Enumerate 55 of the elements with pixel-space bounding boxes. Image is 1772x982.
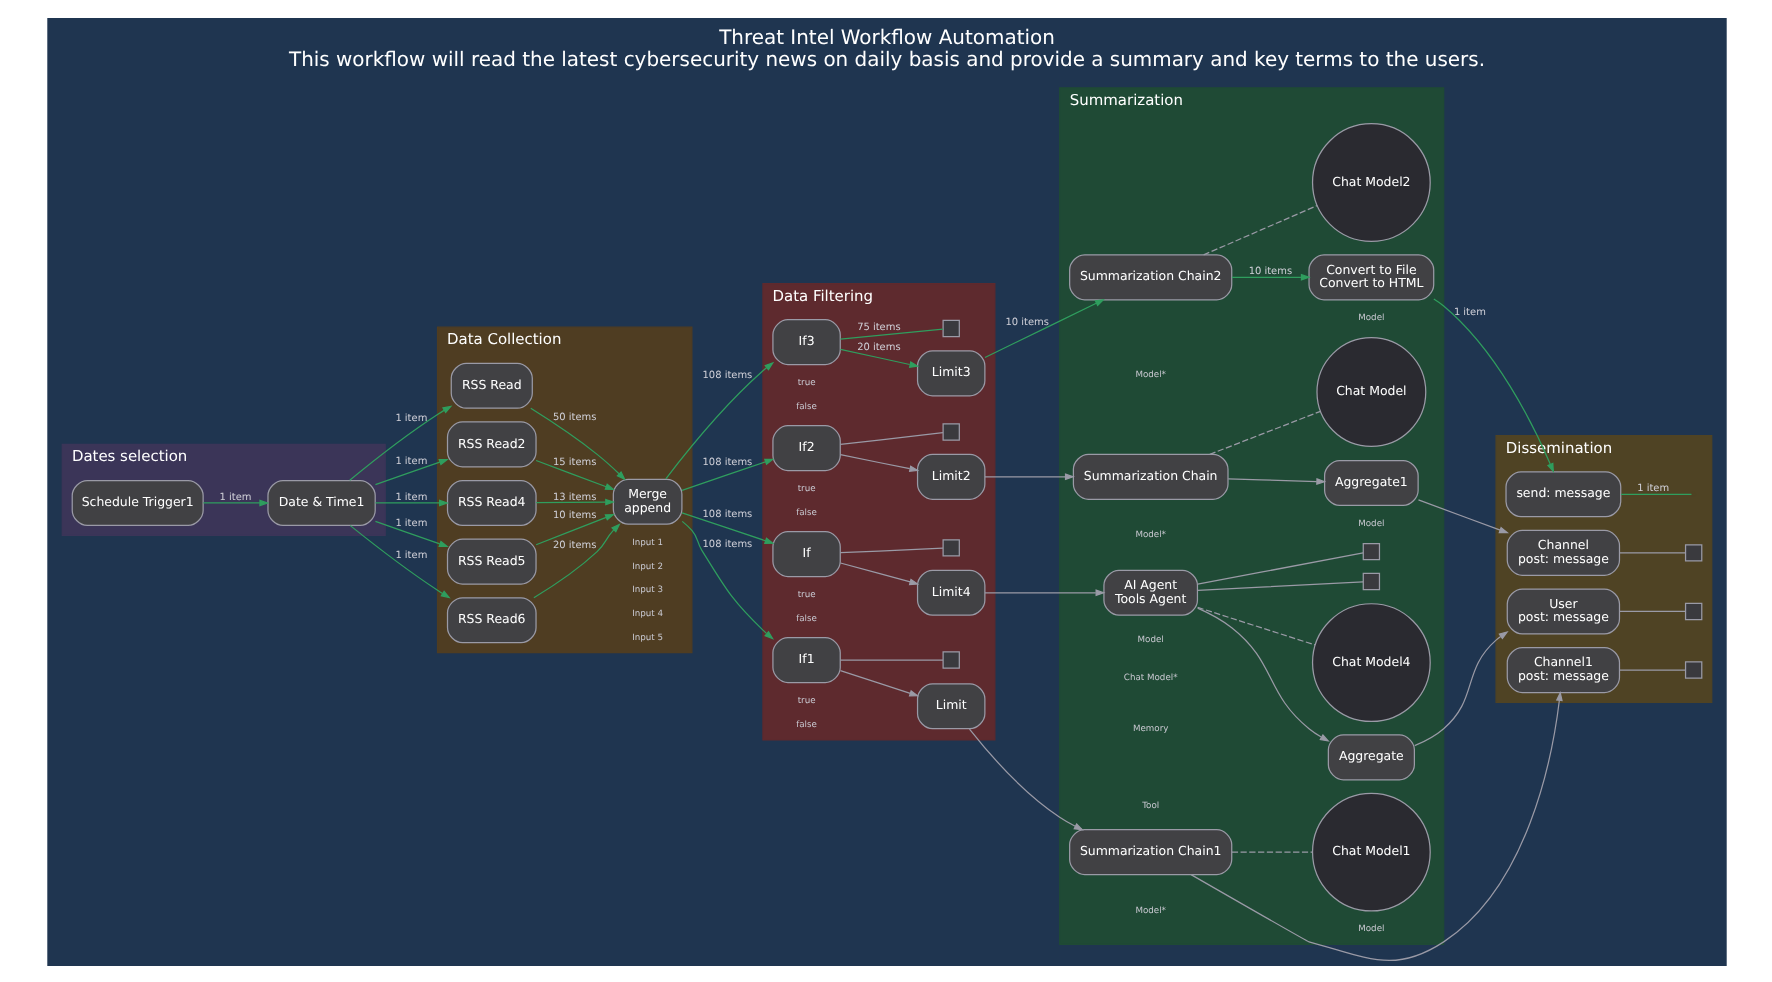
connector [1196,580,1363,591]
arrow [348,524,450,598]
arrow [983,298,1104,358]
node-box [1361,541,1380,560]
arrow [1189,689,1562,961]
arrow [529,406,625,480]
arrow [348,404,452,480]
connector [1230,850,1312,852]
arrow [983,472,1074,480]
node-box [1683,601,1702,620]
arrow [373,498,448,506]
arrow [373,457,448,485]
connector [1617,609,1686,612]
connector [1202,203,1317,255]
arrow [1196,606,1329,741]
arrow [534,513,615,545]
arrow [1230,272,1310,280]
arrow [201,498,269,506]
connector [1196,551,1363,584]
arrow [1413,629,1508,746]
connector [838,431,943,445]
node-box [1361,571,1380,590]
arrow [534,458,615,490]
arrow [967,727,1083,830]
arrow [1226,477,1326,484]
connector [1619,492,1692,494]
arrow [532,522,620,598]
connector [838,546,943,553]
node-box [1683,660,1702,678]
arrow [838,669,919,696]
arrow [680,511,774,543]
connector [1617,668,1686,670]
arrow [664,360,774,479]
node-box [1683,543,1702,561]
node-box [941,650,959,668]
connector [838,327,943,339]
connector [838,658,943,660]
connector [1196,605,1315,645]
arrow [983,588,1105,596]
diagram-title: Threat Intel Workflow Automation [718,26,1054,49]
node-box [941,422,959,440]
arrow [838,453,919,472]
arrow [838,561,919,585]
arrow [1432,297,1554,473]
arrow [373,519,448,547]
node-box [941,318,959,337]
caption: This workflow will read the latest cybersecurity news on daily basis and provide a summary and key terms to the users. [287,49,1485,72]
connector [1208,409,1321,454]
connector [1617,551,1686,553]
arrow [1416,498,1508,533]
node-box [941,538,959,556]
arrow [680,457,774,490]
arrow [534,497,615,505]
arrow [680,519,774,639]
arrow [838,347,919,367]
